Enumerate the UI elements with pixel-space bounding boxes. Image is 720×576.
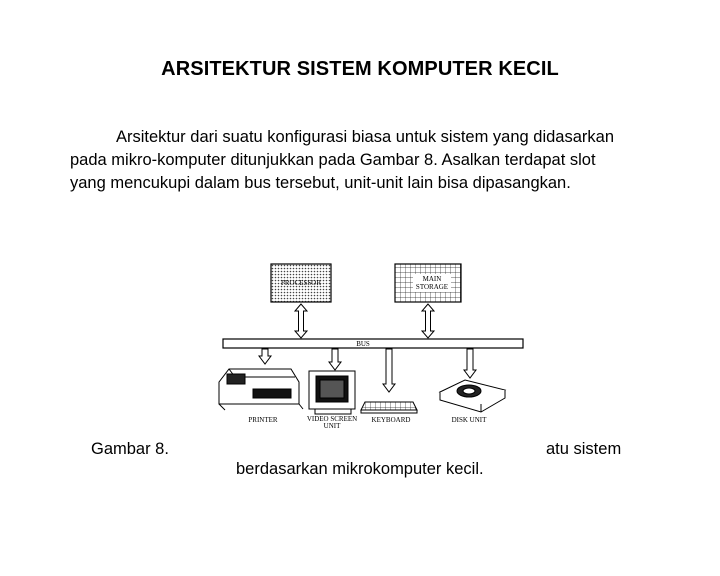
double-arrow-storage bbox=[420, 303, 436, 339]
printer-icon bbox=[218, 368, 304, 411]
disk-label: DISK UNIT bbox=[452, 416, 488, 424]
arrow-to-video bbox=[328, 348, 342, 371]
main-storage-label-2: STORAGE bbox=[416, 283, 448, 291]
paragraph-line-2: pada mikro-komputer ditunjukkan pada Gam… bbox=[70, 151, 596, 169]
page-title: ARSITEKTUR SISTEM KOMPUTER KECIL bbox=[161, 58, 559, 80]
bus-bar: BUS bbox=[222, 338, 524, 349]
processor-block: PROCESSOR bbox=[270, 263, 332, 303]
keyboard-icon bbox=[360, 401, 418, 414]
arrow-to-disk bbox=[463, 348, 477, 379]
main-storage-label-1: MAIN bbox=[423, 275, 442, 283]
main-storage-block: MAIN STORAGE bbox=[394, 263, 462, 303]
arrow-to-keyboard bbox=[382, 348, 396, 393]
bus-label: BUS bbox=[356, 340, 370, 348]
paragraph-line-3: yang mencukupi dalam bus tersebut, unit-… bbox=[70, 174, 571, 192]
printer-label: PRINTER bbox=[248, 416, 278, 424]
caption-second-line: berdasarkan mikrokomputer kecil. bbox=[236, 460, 484, 478]
computer-architecture-diagram: PROCESSOR MAIN STORAGE BUS PRINTER bbox=[218, 263, 524, 430]
disk-unit-icon bbox=[438, 379, 507, 413]
keyboard-label: KEYBOARD bbox=[372, 416, 411, 424]
caption-figure-number: Gambar 8. bbox=[91, 440, 169, 458]
paragraph-line-1: Arsitektur dari suatu konfigurasi biasa … bbox=[116, 128, 615, 146]
double-arrow-processor bbox=[293, 303, 309, 339]
caption-tail: atu sistem bbox=[546, 440, 622, 458]
processor-label: PROCESSOR bbox=[281, 279, 321, 287]
monitor-icon bbox=[308, 370, 356, 415]
bus-device-arrows bbox=[258, 348, 477, 393]
video-label-2: UNIT bbox=[324, 422, 341, 430]
arrow-to-printer bbox=[258, 348, 272, 365]
body-paragraph: Arsitektur dari suatu konfigurasi biasa … bbox=[70, 126, 670, 195]
video-label-1: VIDEO SCREEN bbox=[307, 415, 357, 423]
